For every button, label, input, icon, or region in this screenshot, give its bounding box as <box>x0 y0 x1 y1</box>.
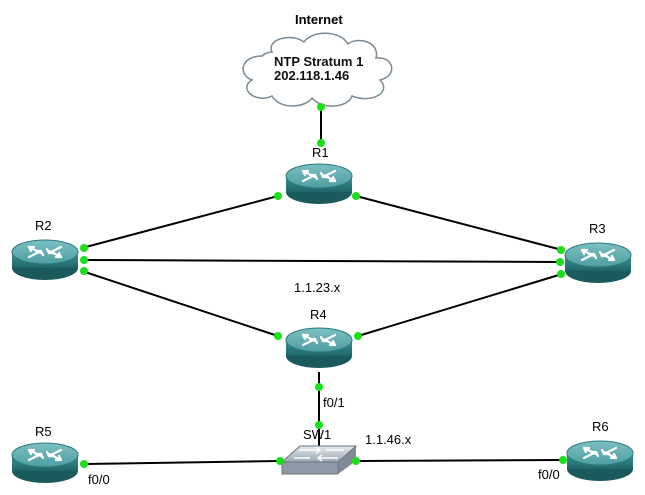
label-r2: R2 <box>35 218 52 233</box>
router-r2[interactable] <box>10 238 80 282</box>
link-r5-sw1 <box>83 460 281 465</box>
network-lan-label: 1.1.46.x <box>365 432 412 447</box>
link-r2-r4 <box>81 270 279 337</box>
router-r5[interactable] <box>10 441 80 485</box>
port-dot <box>274 332 282 340</box>
router-r1[interactable] <box>284 162 354 206</box>
ntp-server-name: NTP Stratum 1 <box>274 54 364 69</box>
port-dot <box>556 258 564 266</box>
router-r3[interactable] <box>563 241 633 285</box>
link-r1-r3 <box>355 195 563 251</box>
internet-cloud <box>242 32 393 107</box>
interface-r4-sw1: f0/1 <box>323 395 345 410</box>
label-r6: R6 <box>592 419 609 434</box>
port-indicators <box>80 103 567 468</box>
port-dot <box>559 456 567 464</box>
port-dot <box>352 192 360 200</box>
router-r6[interactable] <box>565 439 635 483</box>
port-dot <box>317 139 325 147</box>
links <box>81 107 563 465</box>
link-r2-r3 <box>83 259 561 263</box>
link-r3-r4 <box>357 273 563 337</box>
port-dot <box>80 460 88 468</box>
port-dot <box>80 256 88 264</box>
port-dot <box>80 267 88 275</box>
label-r4: R4 <box>310 307 327 322</box>
port-dot <box>557 270 565 278</box>
link-r1-r2 <box>81 195 279 249</box>
label-r1: R1 <box>312 145 329 160</box>
port-dot <box>317 103 325 111</box>
interface-r5-sw1: f0/0 <box>88 472 110 487</box>
port-dot <box>315 383 323 391</box>
port-dot <box>352 457 360 465</box>
label-r5: R5 <box>35 424 52 439</box>
port-dot <box>274 192 282 200</box>
label-r3: R3 <box>589 221 606 236</box>
label-sw1: SW1 <box>303 427 332 442</box>
port-dot <box>557 246 565 254</box>
port-dot <box>80 244 88 252</box>
network-core-label: 1.1.23.x <box>294 280 341 295</box>
port-dot <box>276 457 284 465</box>
port-dot <box>354 332 362 340</box>
internet-label: Internet <box>295 12 343 27</box>
switch-sw1[interactable] <box>280 445 358 475</box>
ntp-server-ip: 202.118.1.46 <box>274 68 350 83</box>
router-r4[interactable] <box>284 326 354 370</box>
link-sw1-r6 <box>355 459 563 462</box>
port-dot <box>315 421 323 429</box>
interface-r6-sw1: f0/0 <box>538 467 560 482</box>
